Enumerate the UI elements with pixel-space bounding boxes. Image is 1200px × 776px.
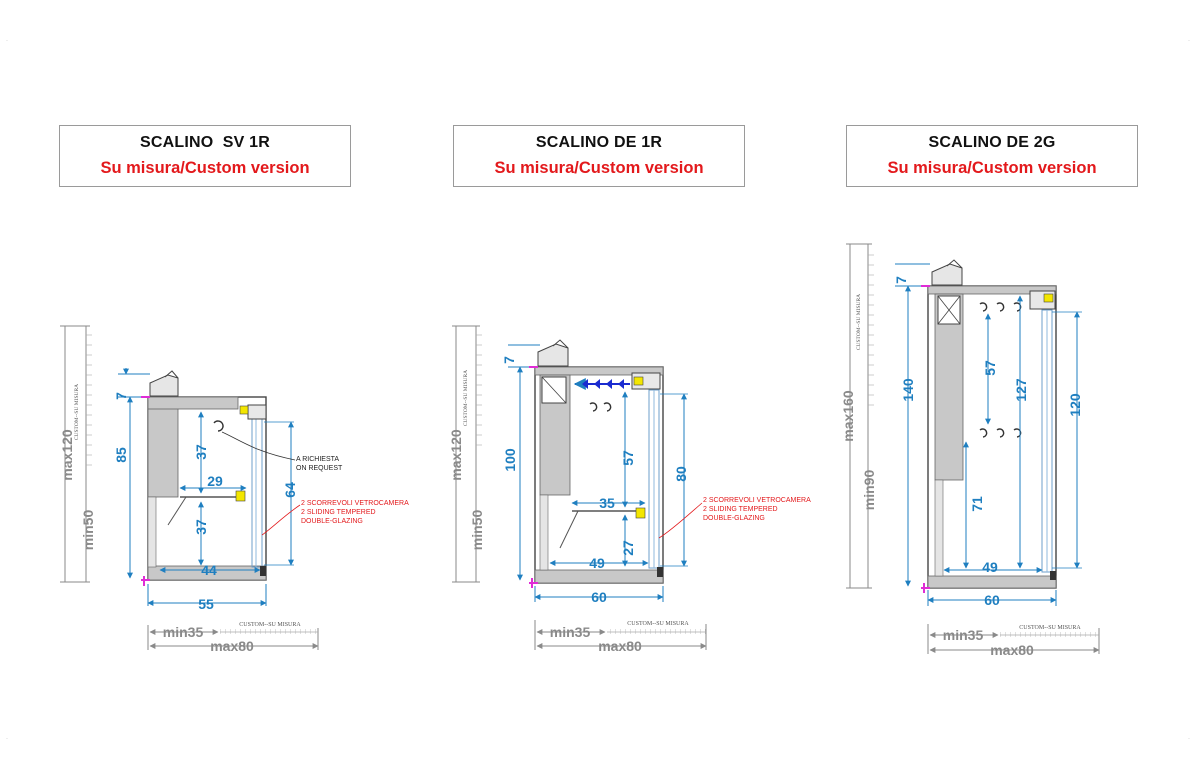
note-request-2-sv1r: ON REQUEST xyxy=(296,465,343,472)
dim-upper-de2g: 57 xyxy=(982,360,998,376)
dim-shelf-de1r: 35 xyxy=(599,495,615,511)
range-min-de2g: min90 xyxy=(861,470,877,511)
hrange-min-sv1r: min35 xyxy=(163,624,204,640)
cabinet-sv1r: max120 min50 CUSTOM--SU MISURA 7 85 xyxy=(59,325,409,654)
dim-lower-de2g: 71 xyxy=(969,496,985,512)
custom-vertical-de1r: CUSTOM--SU MISURA xyxy=(463,370,469,426)
note-doors-3-de1r: DOUBLE-GLAZING xyxy=(703,515,765,522)
subtitle-sv1r: Su misura/Custom version xyxy=(100,159,310,177)
hrange-max-de1r: max80 xyxy=(598,638,642,654)
dim-depth-de2g: 60 xyxy=(984,592,1000,608)
dim-height-sv1r: 85 xyxy=(113,447,129,463)
header-de1r: SCALINO DE 1R Su misura/Custom version xyxy=(453,125,745,187)
range-min-sv1r: min50 xyxy=(80,510,96,551)
dim-height-de2g: 140 xyxy=(900,378,916,402)
custom-vertical-sv1r: CUSTOM--SU MISURA xyxy=(74,384,80,440)
subtitle-de1r: Su misura/Custom version xyxy=(494,159,704,177)
note-doors-2-sv1r: 2 SLIDING TEMPERED xyxy=(301,509,376,516)
dim-base-de1r: 49 xyxy=(589,555,605,571)
dim-top-sv1r: 7 xyxy=(113,392,129,400)
svg-text:·: · xyxy=(6,736,8,742)
hrange-min-de2g: min35 xyxy=(943,627,984,643)
dim-height-de1r: 100 xyxy=(502,448,518,472)
dim-base-sv1r: 44 xyxy=(201,562,217,578)
svg-text:·: · xyxy=(1188,38,1190,44)
dim-depth-sv1r: 55 xyxy=(198,596,214,612)
note-doors-1-sv1r: 2 SCORREVOLI VETROCAMERA xyxy=(301,500,409,507)
custom-horizontal-de2g: CUSTOM--SU MISURA xyxy=(1019,625,1081,631)
dim-base-de2g: 49 xyxy=(982,559,998,575)
dim-upper-sv1r: 37 xyxy=(193,444,209,460)
svg-text:·: · xyxy=(6,38,8,44)
cabinet-de1r: max120 min50 CUSTOM--SU MISURA 7 100 xyxy=(448,325,811,654)
dim-lower-de1r: 27 xyxy=(620,540,636,556)
custom-vertical-de2g: CUSTOM--SU MISURA xyxy=(856,294,862,350)
dim-depth-de1r: 60 xyxy=(591,589,607,605)
dim-top-de1r: 7 xyxy=(501,356,517,364)
note-request-1-sv1r: A RICHIESTA xyxy=(296,456,339,463)
title-sv1r: SCALINO SV 1R xyxy=(140,134,270,151)
dim-total-de2g: 127 xyxy=(1013,378,1029,402)
dim-top-de2g: 7 xyxy=(893,276,909,284)
dim-glass-de2g: 120 xyxy=(1067,393,1083,417)
dim-upper-de1r: 57 xyxy=(620,450,636,466)
note-doors-1-de1r: 2 SCORREVOLI VETROCAMERA xyxy=(703,497,811,504)
title-de2g: SCALINO DE 2G xyxy=(928,134,1056,151)
cabinet-de2g: max160 min90 CUSTOM--SU MISURA 7 140 xyxy=(840,243,1100,658)
hrange-min-de1r: min35 xyxy=(550,624,591,640)
dim-shelf-sv1r: 29 xyxy=(207,473,223,489)
hrange-max-de2g: max80 xyxy=(990,642,1034,658)
range-max-sv1r: max120 xyxy=(59,429,75,481)
dim-lower-sv1r: 37 xyxy=(193,519,209,535)
dim-glass-de1r: 80 xyxy=(673,466,689,482)
header-sv1r: SCALINO SV 1R Su misura/Custom version xyxy=(59,125,351,187)
custom-horizontal-sv1r: CUSTOM--SU MISURA xyxy=(239,622,301,628)
custom-horizontal-de1r: CUSTOM--SU MISURA xyxy=(627,621,689,627)
range-max-de1r: max120 xyxy=(448,429,464,481)
header-de2g: SCALINO DE 2G Su misura/Custom version xyxy=(846,125,1138,187)
title-de1r: SCALINO DE 1R xyxy=(535,134,663,151)
hrange-max-sv1r: max80 xyxy=(210,638,254,654)
svg-text:·: · xyxy=(1188,736,1190,742)
dim-glass-sv1r: 64 xyxy=(282,482,298,498)
note-doors-3-sv1r: DOUBLE-GLAZING xyxy=(301,518,363,525)
subtitle-de2g: Su misura/Custom version xyxy=(887,159,1097,177)
note-doors-2-de1r: 2 SLIDING TEMPERED xyxy=(703,506,778,513)
range-max-de2g: max160 xyxy=(840,390,856,442)
range-min-de1r: min50 xyxy=(469,510,485,551)
